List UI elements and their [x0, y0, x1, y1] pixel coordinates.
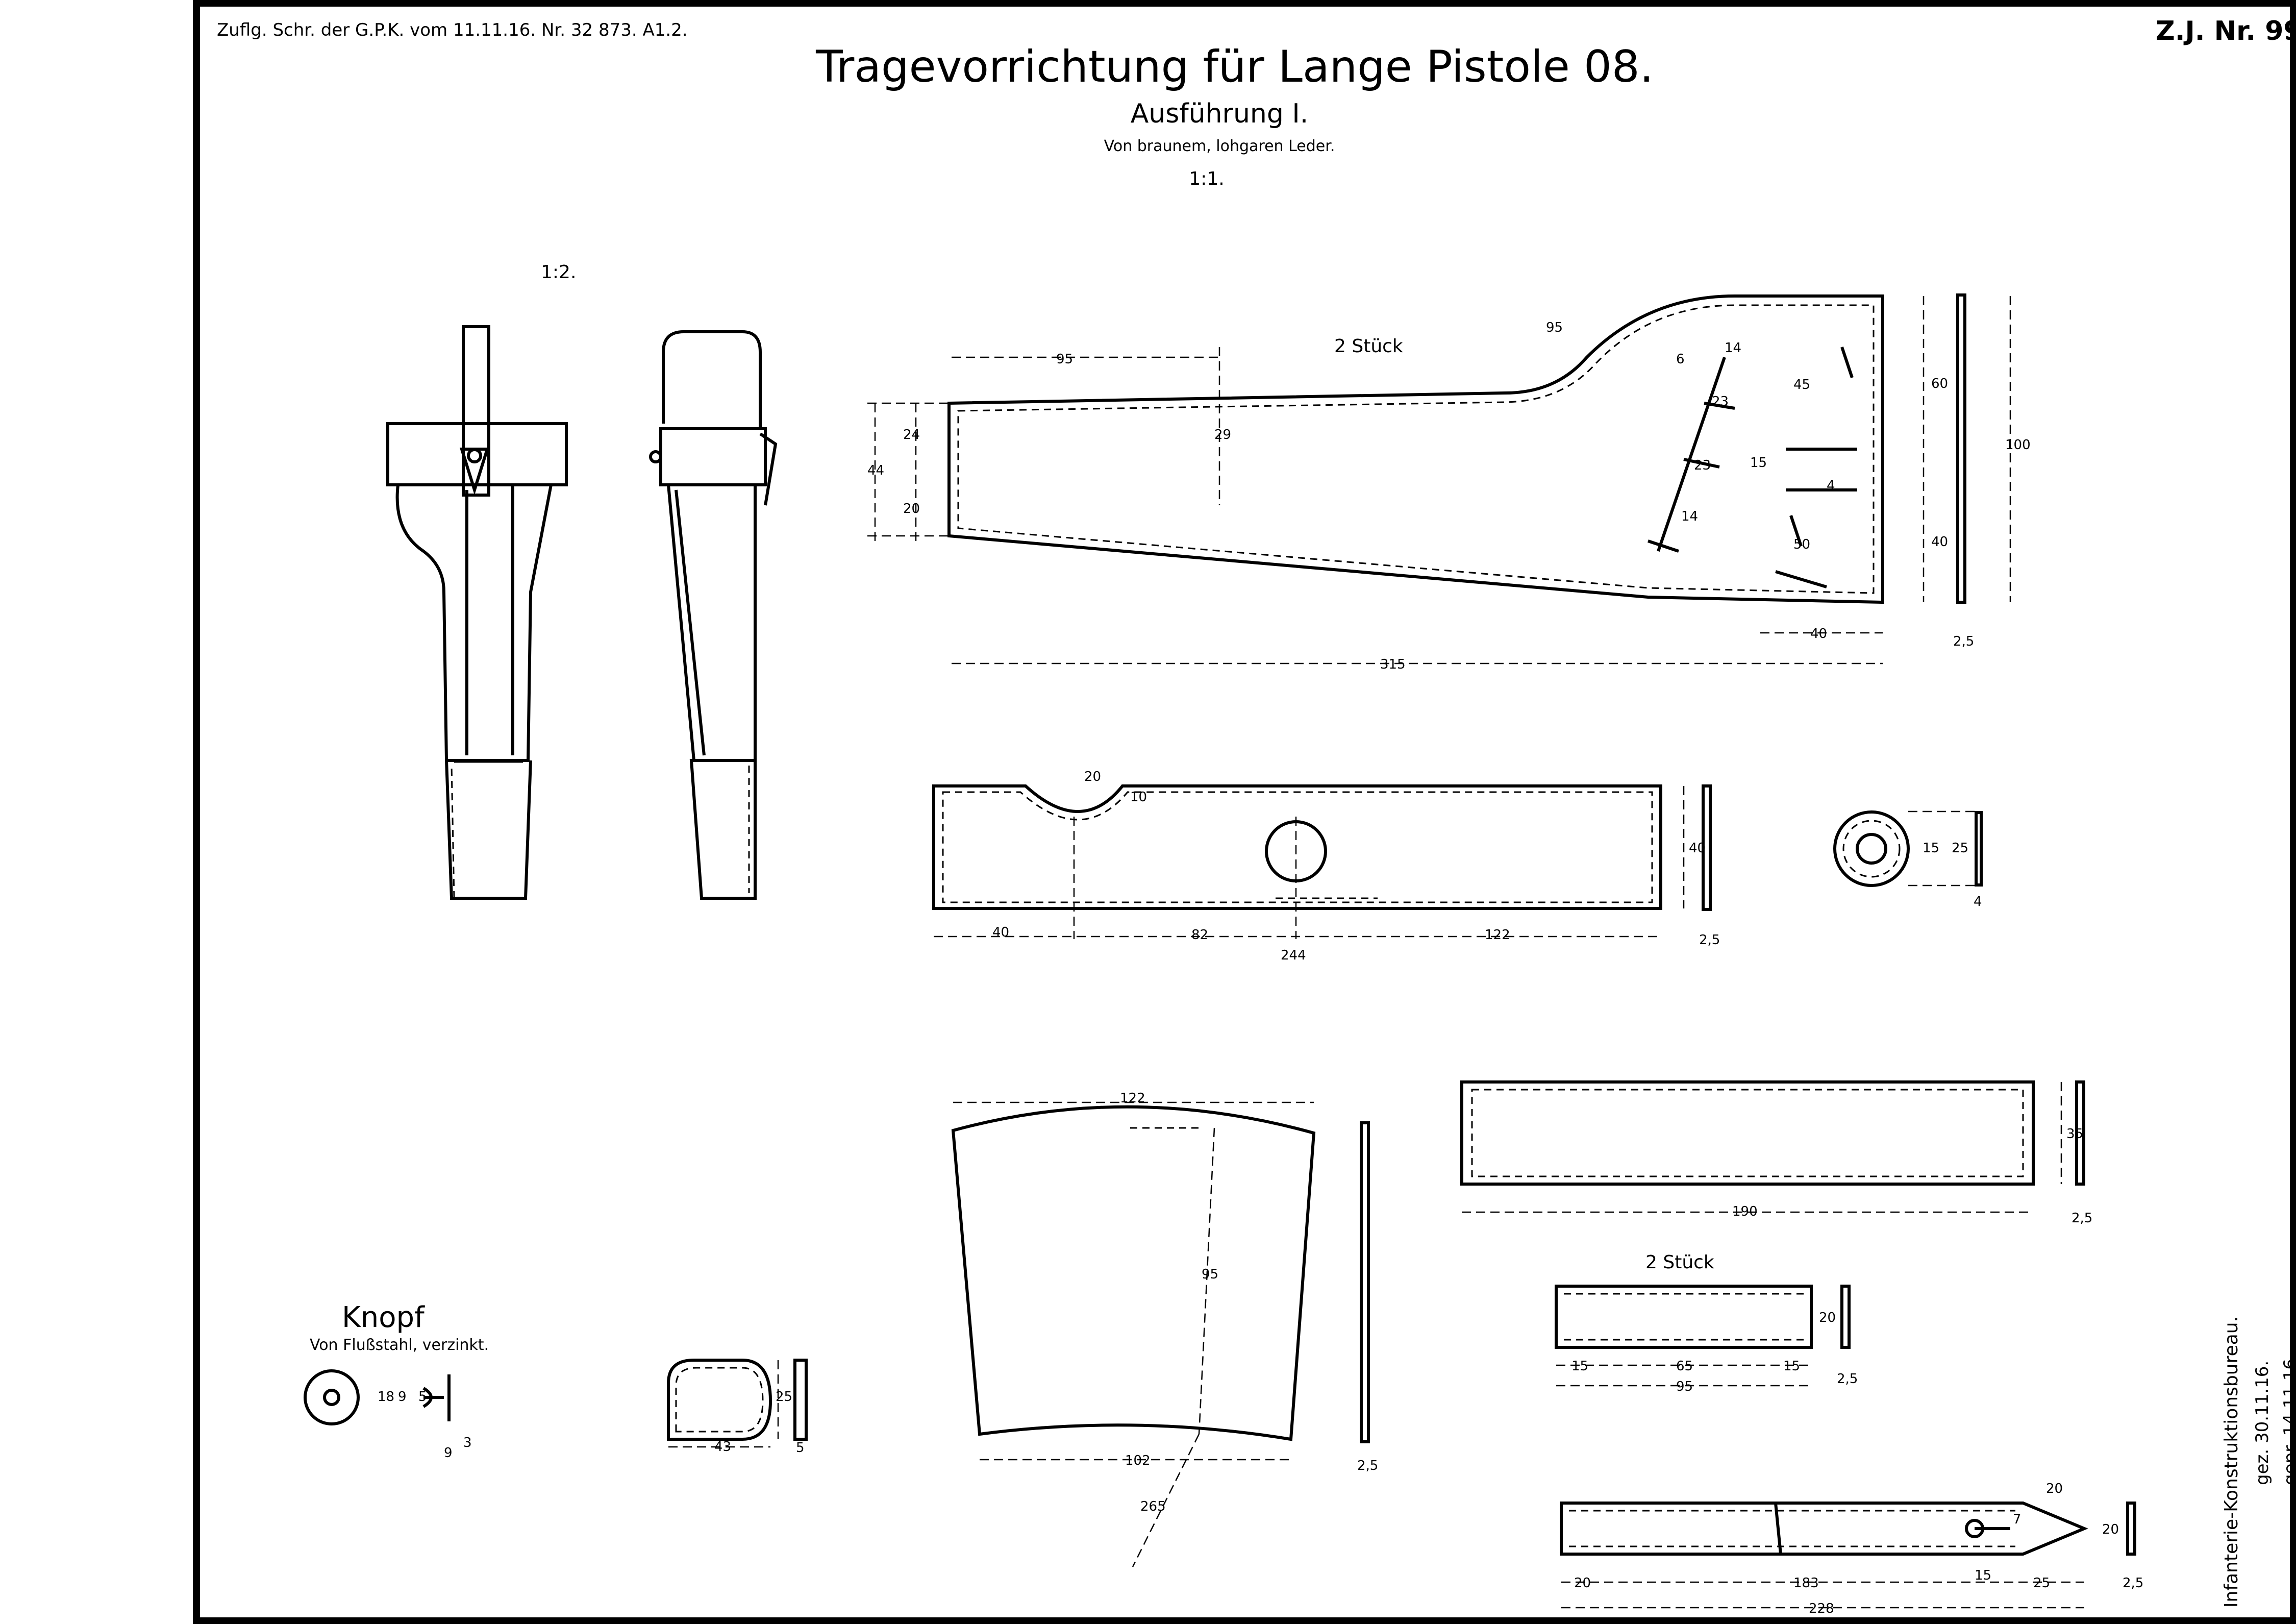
drawing-variant: Ausführung I.	[1131, 99, 1309, 129]
strap-dim-82: 82	[1191, 927, 1208, 943]
knopf-dim-18: 18	[378, 1389, 394, 1405]
rounded-dim-43: 43	[714, 1439, 731, 1455]
knopf-detail: Knopf Von Flußstahl, verzinkt. 18 9 5 9 …	[304, 1301, 489, 1461]
rounded-dim-5: 5	[796, 1440, 805, 1456]
short-strip-quantity: 2 Stück	[1645, 1252, 1714, 1273]
knopf-material: Von Flußstahl, verzinkt.	[310, 1336, 489, 1354]
drawing-title: Tragevorrichtung für Lange Pistole 08.	[815, 41, 1654, 92]
knopf-dim-9: 9	[398, 1389, 407, 1405]
flap-dim-15: 15	[1750, 455, 1767, 471]
long-strip-dim-35: 35	[2066, 1126, 2083, 1142]
long-strip-dim-190: 190	[1732, 1204, 1758, 1219]
part-strap-hole: 20 10 40 82 122 244 40 2,5	[932, 769, 1720, 963]
flap-dim-60: 60	[1931, 376, 1948, 391]
long-strip-thickness: 2,5	[2072, 1211, 2092, 1226]
flap-dim-40b: 40	[1931, 534, 1948, 550]
tongue-dim-20c: 20	[2102, 1522, 2119, 1537]
part-flap: 2 Stück 95 29 44 24 20 315 40 60 40 100 …	[867, 293, 2031, 672]
flap-dim-14: 14	[1681, 509, 1698, 524]
flap-thickness: 2,5	[1953, 634, 1974, 649]
short-strip-dim-20: 20	[1819, 1310, 1836, 1325]
washer-dim-25: 25	[1952, 841, 1968, 856]
curved-dim-122: 122	[1120, 1091, 1145, 1106]
flap-dim-24: 24	[903, 427, 920, 442]
strap-thickness: 2,5	[1699, 932, 1720, 948]
flap-quantity: 2 Stück	[1334, 336, 1403, 357]
holster-front-view	[386, 325, 568, 900]
left-margin	[0, 0, 194, 1624]
short-strip-dim-15b: 15	[1783, 1359, 1800, 1374]
reference-note: Zuflg. Schr. der G.P.K. vom 11.11.16. Nr…	[217, 20, 688, 40]
flap-dim-40: 40	[1810, 626, 1827, 642]
flap-dim-6: 6	[1676, 352, 1685, 367]
checked-by: gepr. 14.11.16.	[2280, 1353, 2296, 1485]
curved-thickness: 2,5	[1357, 1458, 1378, 1473]
short-strip-dim-15a: 15	[1571, 1359, 1588, 1374]
flap-dim-315: 315	[1380, 657, 1406, 672]
strap-dim-122: 122	[1485, 927, 1510, 943]
knopf-dim-3: 3	[463, 1435, 472, 1450]
signature-block: Infanterie-Konstruktionsbureau. gez. 30.…	[2221, 1316, 2296, 1608]
part-washer: 25 15 4	[1833, 810, 1983, 909]
tongue-dim-228: 228	[1809, 1601, 1834, 1616]
holster-side-view	[649, 330, 778, 900]
drawn-by: gez. 30.11.16.	[2252, 1361, 2273, 1485]
strap-dim-40: 40	[992, 925, 1009, 940]
curved-dim-95: 95	[1202, 1267, 1218, 1282]
washer-thickness: 4	[1974, 894, 1982, 909]
tongue-thickness: 2,5	[2123, 1576, 2143, 1591]
flap-dim-44: 44	[867, 463, 884, 478]
flap-dim-29: 29	[1214, 427, 1231, 442]
tongue-dim-7: 7	[2013, 1512, 2022, 1527]
flap-dim-r95: 95	[1546, 320, 1563, 335]
part-curved: 122 95 102 265 2,5	[951, 1091, 1378, 1567]
tongue-dim-20b: 20	[2046, 1481, 2063, 1496]
knopf-dim-5: 5	[418, 1389, 427, 1405]
strap-dim-10: 10	[1130, 790, 1147, 805]
bureau-name: Infanterie-Konstruktionsbureau.	[2221, 1316, 2242, 1608]
drawing-scale: 1:1.	[1189, 168, 1224, 189]
drawing-number: Z.J. Nr. 999	[2156, 16, 2296, 46]
part-long-strip: 190 35 2,5	[1460, 1080, 2092, 1226]
rounded-dim-25: 25	[776, 1389, 792, 1405]
drawing-material: Von braunem, lohgaren Leder.	[1104, 137, 1335, 155]
strap-dim-40b: 40	[1689, 841, 1706, 856]
assembly-scale: 1:2.	[541, 262, 576, 283]
short-strip-dim-95: 95	[1676, 1379, 1693, 1394]
sheet-border	[193, 0, 2296, 1624]
tongue-dim-15: 15	[1975, 1568, 1991, 1583]
part-short-strip: 2 Stück 15 65 15 95 20 2,5	[1555, 1252, 1858, 1394]
knopf-title: Knopf	[342, 1301, 425, 1334]
tongue-dim-25: 25	[2033, 1576, 2050, 1591]
strap-dim-244: 244	[1281, 948, 1306, 963]
tongue-dim-20: 20	[1574, 1576, 1591, 1591]
washer-dim-15: 15	[1923, 841, 1939, 856]
part-rounded: 43 25 5	[667, 1359, 808, 1456]
short-strip-thickness: 2,5	[1837, 1371, 1858, 1387]
flap-dim-100: 100	[2005, 437, 2031, 453]
flap-dim-20: 20	[903, 501, 920, 516]
strap-dim-20: 20	[1084, 769, 1101, 784]
curved-dim-265: 265	[1140, 1499, 1166, 1514]
flap-dim-95: 95	[1056, 352, 1073, 367]
knopf-dim-9b: 9	[444, 1445, 453, 1461]
curved-dim-102: 102	[1125, 1453, 1151, 1468]
tongue-dim-183: 183	[1793, 1576, 1819, 1591]
part-tongue: 20 183 15 25 228 20 20 7 2,5	[1560, 1481, 2143, 1616]
flap-dim-14b: 14	[1725, 340, 1741, 356]
short-strip-dim-65: 65	[1676, 1359, 1693, 1374]
flap-dim-45: 45	[1793, 377, 1810, 392]
